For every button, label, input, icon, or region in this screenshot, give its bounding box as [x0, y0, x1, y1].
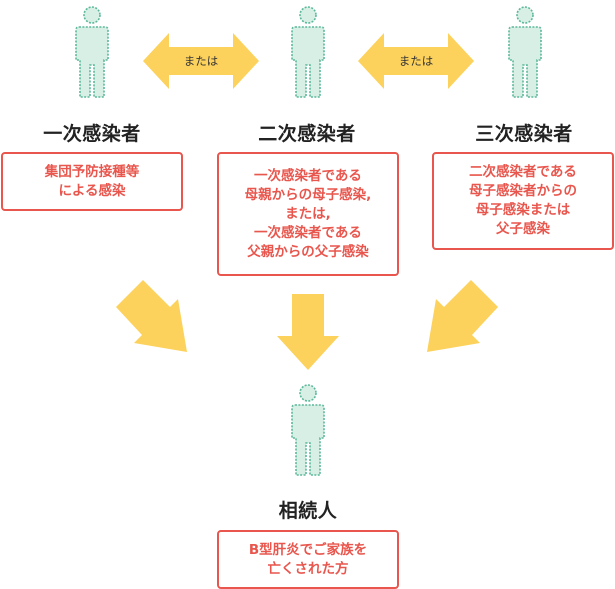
person-icon-primary: [75, 6, 109, 98]
heir-title: 相続人: [278, 500, 338, 522]
double-arrow-icon-2: [358, 33, 474, 89]
heir-description-box: B型肝炎でご家族を 亡くされた方: [217, 530, 399, 589]
down-arrow-icon-left: [116, 280, 187, 352]
person-icon-secondary: [291, 6, 325, 98]
secondary-title: 二次感染者: [258, 123, 356, 145]
or-label-1: または: [183, 54, 219, 68]
heir-description: B型肝炎でご家族を 亡くされた方: [248, 541, 368, 577]
primary-title: 一次感染者: [43, 123, 141, 145]
primary-description-box: 集団予防接種等 による感染: [1, 152, 183, 211]
double-arrow-icon-1: [143, 33, 259, 89]
person-icon-tertiary: [508, 6, 542, 98]
down-arrow-icon-right: [427, 280, 498, 352]
secondary-description-box: 一次感染者である 母親からの母子感染, または, 一次感染者である 父親からの父…: [217, 152, 399, 276]
or-label-2: または: [398, 54, 434, 68]
secondary-description: 一次感染者である 母親からの母子感染, または, 一次感染者である 父親からの父…: [244, 167, 372, 260]
tertiary-description-box: 二次感染者である 母子感染者からの 母子感染または 父子感染: [432, 152, 614, 250]
person-icon-heir: [291, 384, 325, 476]
down-arrow-icon-center: [277, 294, 339, 370]
primary-description: 集団予防接種等 による感染: [44, 163, 140, 199]
tertiary-description: 二次感染者である 母子感染者からの 母子感染または 父子感染: [469, 164, 577, 237]
tertiary-title: 三次感染者: [475, 123, 573, 145]
